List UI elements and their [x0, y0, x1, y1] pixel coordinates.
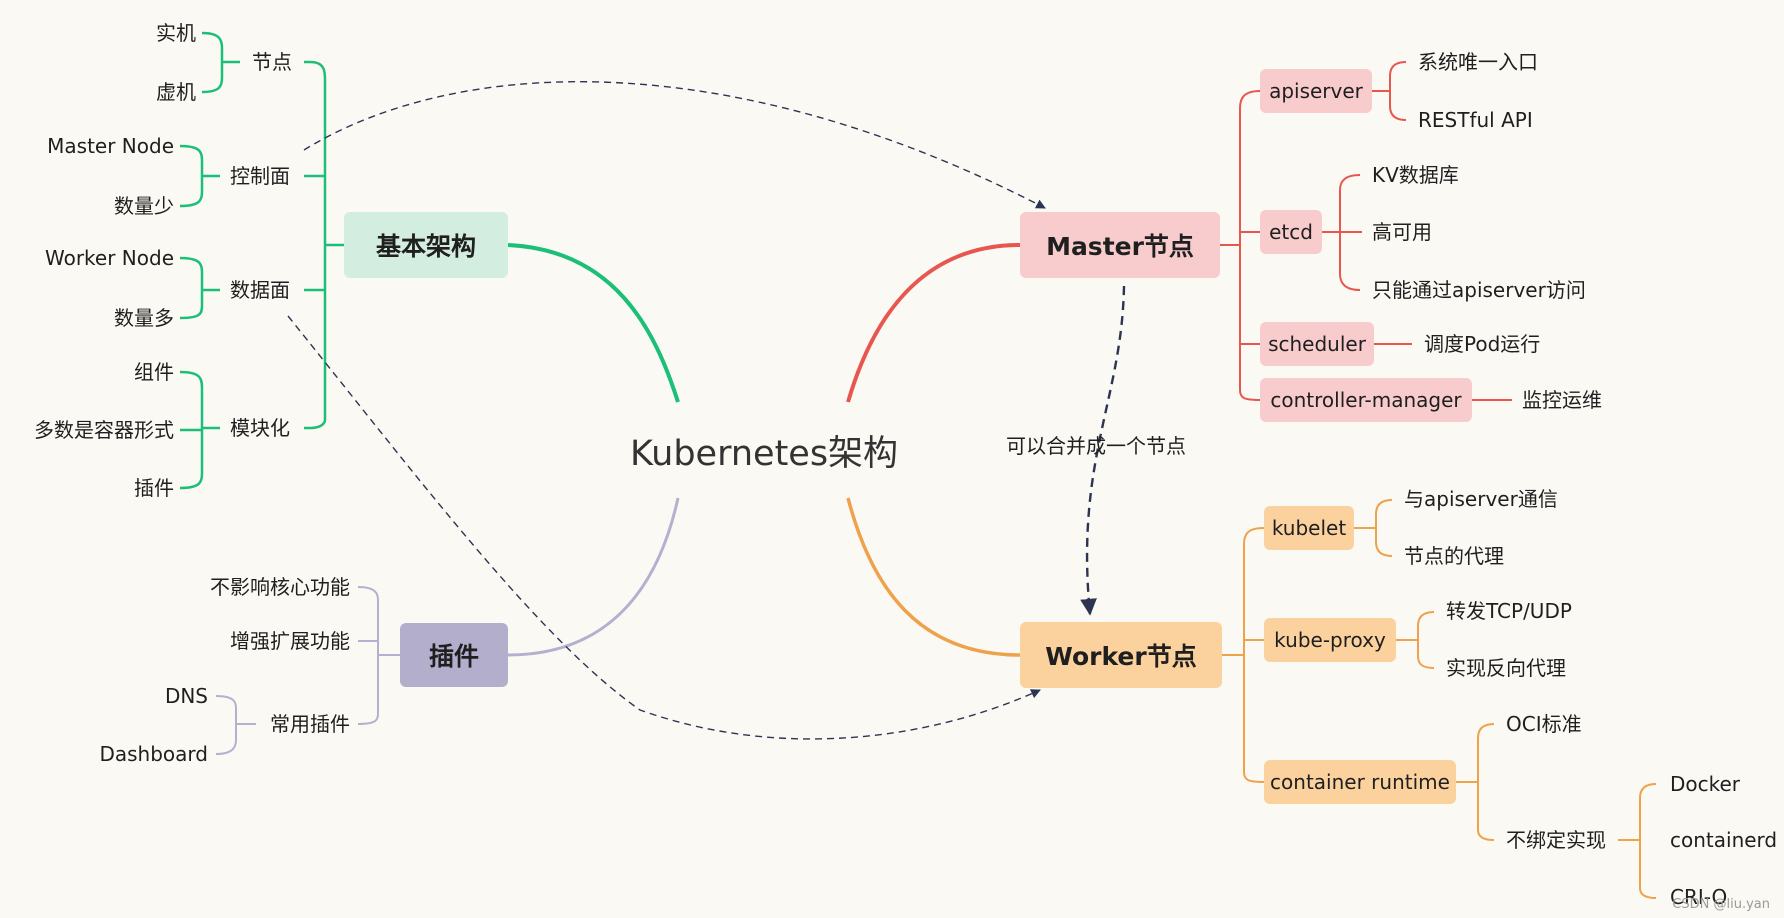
- kube-proxy-label: kube-proxy: [1274, 628, 1386, 652]
- master-node[interactable]: Master节点: [1020, 212, 1220, 278]
- no-binding-label[interactable]: 不绑定实现: [1506, 828, 1606, 852]
- many-count-label[interactable]: 数量多: [114, 306, 174, 330]
- kube-proxy-node[interactable]: kube-proxy: [1264, 618, 1396, 662]
- modular-label[interactable]: 模块化: [230, 416, 290, 440]
- kv-database-label[interactable]: KV数据库: [1372, 163, 1459, 187]
- access-via-apiserver-label[interactable]: 只能通过apiserver访问: [1372, 278, 1586, 302]
- branch-worker: [846, 497, 1021, 657]
- watermark: CSDN @liu.yan: [1672, 897, 1770, 912]
- controller-manager-node[interactable]: controller-manager: [1260, 378, 1472, 422]
- apiserver-label: apiserver: [1269, 79, 1363, 103]
- basic-architecture-label: 基本架构: [375, 232, 476, 261]
- node-label[interactable]: 节点: [252, 50, 292, 74]
- branch-basic: [507, 243, 680, 403]
- central-topic: Kubernetes架构: [629, 434, 899, 474]
- component-label[interactable]: 组件: [134, 360, 174, 384]
- extend-function-label[interactable]: 增强扩展功能: [230, 629, 350, 653]
- controller-manager-label: controller-manager: [1270, 388, 1462, 412]
- apiserver-comm-label[interactable]: 与apiserver通信: [1404, 487, 1558, 511]
- containerd-label[interactable]: containerd: [1670, 828, 1778, 852]
- monitor-ops-label[interactable]: 监控运维: [1522, 388, 1602, 412]
- forward-tcp-udp-label[interactable]: 转发TCP/UDP: [1446, 599, 1572, 623]
- worker-node[interactable]: Worker节点: [1020, 622, 1222, 688]
- branch-plugin: [507, 497, 680, 657]
- etcd-label: etcd: [1269, 220, 1313, 244]
- scheduler-node[interactable]: scheduler: [1260, 322, 1374, 366]
- plugin-label: 插件: [428, 642, 479, 671]
- oci-standard-label[interactable]: OCI标准: [1506, 712, 1582, 736]
- plugin-node[interactable]: 插件: [400, 623, 508, 687]
- merge-arrow: [1080, 285, 1126, 616]
- scheduler-label: scheduler: [1268, 332, 1366, 356]
- cri-o-label[interactable]: CRI-O: [1670, 885, 1728, 909]
- control-plane-label[interactable]: 控制面: [230, 164, 290, 188]
- data-to-worker-arrow: [287, 315, 1041, 740]
- physical-machine-label[interactable]: 实机: [156, 21, 196, 45]
- plugin-connectors: [215, 586, 400, 755]
- worker-connectors: [1222, 499, 1657, 899]
- apiserver-node[interactable]: apiserver: [1260, 69, 1372, 113]
- kubelet-label: kubelet: [1271, 516, 1347, 540]
- high-availability-label[interactable]: 高可用: [1372, 220, 1432, 244]
- merge-node-label: 可以合并成一个节点: [1006, 434, 1186, 458]
- branch-master: [846, 243, 1021, 403]
- restful-api-label[interactable]: RESTful API: [1418, 108, 1533, 132]
- worker-node-label[interactable]: Worker Node: [44, 246, 174, 270]
- dns-label[interactable]: DNS: [164, 684, 208, 708]
- single-entry-label[interactable]: 系统唯一入口: [1418, 50, 1538, 74]
- schedule-pod-label[interactable]: 调度Pod运行: [1424, 332, 1541, 356]
- docker-label[interactable]: Docker: [1670, 772, 1741, 796]
- data-plane-label[interactable]: 数据面: [230, 278, 290, 302]
- container-form-label[interactable]: 多数是容器形式: [34, 418, 174, 442]
- container-runtime-node[interactable]: container runtime: [1264, 760, 1456, 804]
- master-node-label[interactable]: Master Node: [47, 134, 174, 158]
- control-to-master-arrow: [303, 81, 1046, 209]
- basic-connectors: [179, 31, 344, 490]
- basic-architecture-node[interactable]: 基本架构: [344, 212, 508, 278]
- common-plugins-label[interactable]: 常用插件: [270, 712, 350, 736]
- master-node-title: Master节点: [1046, 232, 1194, 261]
- reverse-proxy-label[interactable]: 实现反向代理: [1446, 656, 1566, 680]
- master-connectors: [1220, 61, 1512, 401]
- etcd-node[interactable]: etcd: [1260, 210, 1322, 254]
- worker-node-title: Worker节点: [1045, 642, 1197, 671]
- addon-label[interactable]: 插件: [134, 476, 174, 500]
- kubelet-node[interactable]: kubelet: [1264, 506, 1354, 550]
- virtual-machine-label[interactable]: 虚机: [156, 80, 196, 104]
- node-agent-label[interactable]: 节点的代理: [1404, 544, 1504, 568]
- dashboard-label[interactable]: Dashboard: [99, 742, 208, 766]
- container-runtime-label: container runtime: [1270, 770, 1450, 794]
- few-count-label[interactable]: 数量少: [114, 194, 174, 218]
- relation-arrows: [287, 81, 1046, 740]
- no-core-impact-label[interactable]: 不影响核心功能: [210, 575, 350, 599]
